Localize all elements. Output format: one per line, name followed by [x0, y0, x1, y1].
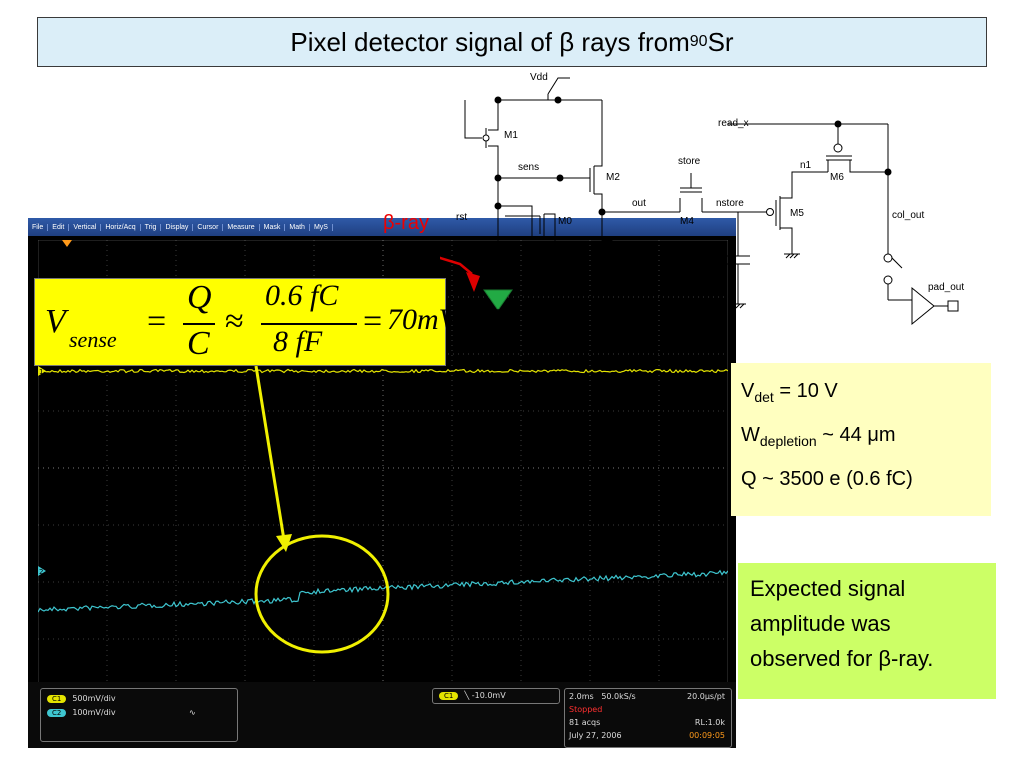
read-x-label: read_x — [718, 118, 749, 129]
equation-fraction-bar-1 — [183, 323, 215, 325]
trigger-source-badge: C1 — [439, 692, 459, 700]
title-superscript: 90 — [689, 33, 708, 50]
equation-equals-1: = — [147, 303, 167, 340]
equation-fraction-bar-2 — [261, 323, 357, 325]
m3-label: M3 — [582, 252, 596, 263]
scope-menu-file[interactable]: File — [28, 223, 49, 231]
rst-label: rst — [456, 212, 467, 223]
equation-denominator: 8 fF — [273, 325, 323, 358]
title-text: Pixel detector signal of β rays from — [290, 26, 690, 57]
acquisition-date: July 27, 2006 — [569, 731, 622, 740]
detector-diode — [483, 289, 513, 311]
acquisition-time: 00:09:05 — [689, 731, 725, 740]
acquisition-count: 81 acqs — [569, 718, 601, 727]
equation-result: 70mV — [387, 303, 457, 336]
acquisition-state: Stopped — [569, 705, 603, 714]
equation-equals-2: = — [363, 303, 383, 340]
trigger-position-marker[interactable] — [62, 240, 72, 247]
m0-label: M0 — [558, 216, 572, 227]
channel-1-badge: C1 — [47, 695, 67, 703]
scope-menu-trig[interactable]: Trig — [141, 223, 162, 231]
m1-label: M1 — [504, 130, 518, 141]
scope-menu-measure[interactable]: Measure — [223, 223, 260, 231]
observed-line-1: Expected signal — [750, 576, 906, 601]
equation-lhs-subscript: sense — [69, 327, 117, 352]
trigger-level: -10.0mV — [471, 691, 506, 700]
timebase: 2.0ms — [569, 692, 594, 701]
coupling-icon: ∿ — [189, 708, 196, 717]
sense-voltage-equation: V sense = Q C ≈ 0.6 fC 8 fF = 70mV — [34, 278, 457, 366]
trigger-slope-icon: ╲ — [464, 691, 470, 700]
scope-status-bar: C1 500mV/div C2 100mV/div ∿ C1 ╲ -10.0mV 2.… — [28, 682, 736, 748]
depletion-line: Wdepletion ~ 44 μm — [741, 424, 896, 449]
n1-label: n1 — [800, 160, 812, 171]
sens-label: sens — [518, 162, 539, 173]
channel-2-scale: 100mV/div — [72, 708, 116, 717]
scope-menu-mask[interactable]: Mask — [260, 223, 286, 231]
scope-menu-display[interactable]: Display — [161, 223, 194, 231]
channel-scale-panel[interactable]: C1 500mV/div C2 100mV/div ∿ — [40, 688, 238, 742]
store-label: store — [678, 156, 701, 167]
equation-c: C — [187, 325, 210, 362]
load-label: load — [638, 242, 657, 253]
vdet-line: Vdet = 10 V — [741, 380, 838, 405]
channel-2-marker[interactable]: 2 — [38, 566, 46, 576]
out-label: out — [632, 198, 646, 209]
observed-line-2: amplitude was — [750, 611, 891, 636]
m4-label: M4 — [680, 216, 694, 227]
equation-lhs: V — [45, 303, 66, 340]
svg-text:1: 1 — [39, 368, 43, 376]
nstore-label: nstore — [716, 198, 744, 209]
scope-menu-mys[interactable]: MyS — [310, 223, 333, 231]
trace-channel-1 — [38, 368, 728, 374]
m2-label: M2 — [606, 172, 620, 183]
cs-label: Cs — [696, 252, 708, 263]
vdd-label: Vdd — [530, 72, 548, 83]
col-out-label: col_out — [892, 210, 924, 221]
scope-menu-math[interactable]: Math — [285, 223, 310, 231]
signal-highlight-circle — [254, 534, 390, 654]
beta-ray-arrow — [440, 256, 473, 275]
record-length: RL:1.0k — [694, 718, 725, 727]
scope-menu-cursor[interactable]: Cursor — [193, 223, 224, 231]
vrst-label: Vrst — [544, 330, 562, 341]
beta-ray-label: β-ray — [383, 212, 429, 234]
observation-note-box: Expected signal amplitude was observed f… — [738, 563, 996, 699]
trace-channel-2 — [38, 569, 728, 613]
sample-rate: 50.0kS/s — [601, 692, 636, 701]
scope-menu-edit[interactable]: Edit — [48, 223, 70, 231]
scope-menu-horiz-acq[interactable]: Horiz/Acq — [101, 223, 141, 231]
detector-parameters-box: Vdet = 10 V Wdepletion ~ 44 μm Q ~ 3500 … — [731, 363, 991, 516]
channel-1-marker[interactable]: 1 — [38, 366, 46, 376]
observed-line-3: observed for β-ray. — [750, 646, 934, 671]
equation-numerator: 0.6 fC — [265, 279, 339, 312]
vdet-label: +Vdet — [480, 362, 507, 373]
channel-2-badge: C2 — [47, 709, 67, 717]
scope-menu-bar: File Edit Vertical Horiz/Acq Trig Displa… — [28, 218, 736, 236]
pixel-circuit-schematic: Vdd M1 sens M2 rst M0 out store M4 nstor… — [440, 72, 964, 373]
title-element: Sr — [707, 26, 734, 57]
svg-text:2: 2 — [39, 568, 43, 576]
scope-menu-vertical[interactable]: Vertical — [69, 223, 102, 231]
resolution: 20.0µs/pt — [687, 692, 725, 701]
pad-out-label: pad_out — [928, 282, 964, 293]
trigger-panel[interactable]: C1 ╲ -10.0mV — [432, 688, 560, 704]
m6-label: M6 — [830, 172, 844, 183]
equation-approx: ≈ — [225, 303, 244, 340]
equation-q: Q — [187, 279, 212, 316]
charge-line: Q ~ 3500 e (0.6 fC) — [741, 468, 913, 490]
acquisition-panel[interactable]: 2.0ms 50.0kS/s 20.0µs/pt Stopped 81 acqs… — [564, 688, 732, 748]
channel-1-scale: 500mV/div — [72, 694, 116, 703]
m5-label: M5 — [790, 208, 804, 219]
